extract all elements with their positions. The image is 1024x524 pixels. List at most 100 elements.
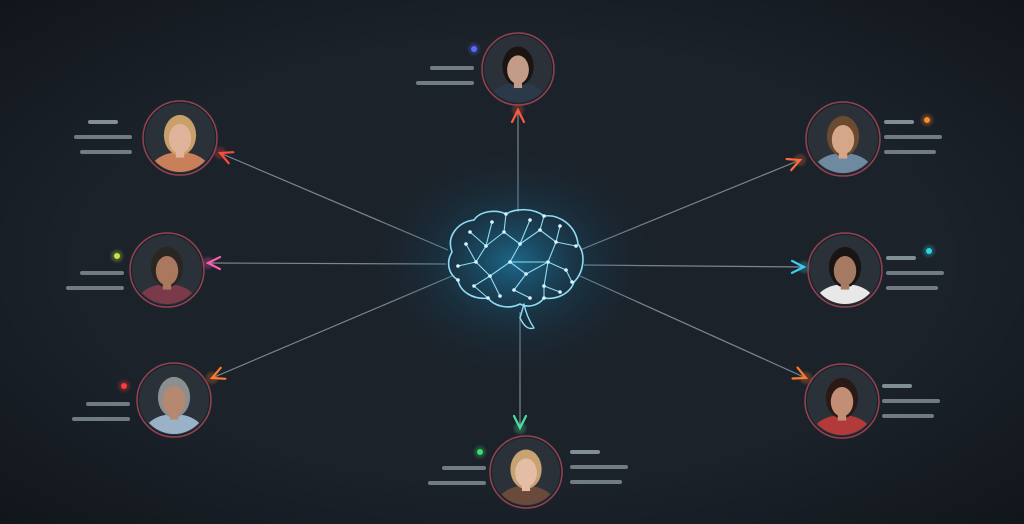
label-placeholder [416,81,474,85]
brain-node [512,288,516,292]
brain-node [538,228,542,232]
label-placeholder [80,150,132,154]
arrow-glow [794,154,806,166]
brain-node [456,264,460,268]
portrait-ring [129,232,205,308]
label-placeholder [882,414,934,418]
label-placeholder [74,135,132,139]
portrait-ring [805,101,881,177]
portrait-icon [815,246,875,304]
brain-node [518,242,522,246]
brain-node [524,272,528,276]
brain-node [570,280,574,284]
portrait-ring [136,362,212,438]
status-dot-glow [118,380,130,392]
brain-node [456,278,460,282]
profile-label [416,66,474,85]
label-placeholder [442,466,486,470]
arrow-glow [798,261,810,273]
profile-mid-left[interactable] [66,232,205,323]
label-placeholder [882,384,912,388]
portrait-ring [804,363,880,439]
arrow-glow [214,147,226,159]
profile-label [884,120,942,154]
status-dot-glow [474,446,486,458]
label-placeholder [886,286,938,290]
brain-node [542,296,546,300]
brain-node [474,260,478,264]
profile-upper-right[interactable] [805,101,942,192]
brain-node [564,268,568,272]
profile-label [882,384,940,418]
profile-mid-right[interactable] [807,232,944,323]
label-placeholder [886,256,916,260]
profile-label [72,402,130,421]
label-placeholder [80,271,124,275]
brain-node [574,244,578,248]
portrait-icon [489,46,547,102]
portrait-icon [813,115,873,173]
profile-upper-left[interactable] [74,100,218,191]
portrait-ring [481,32,555,106]
portrait-icon [137,246,197,304]
profile-label [66,271,124,290]
brain-node [488,274,492,278]
label-placeholder [884,150,936,154]
label-placeholder [884,120,914,124]
profile-label [74,120,132,154]
portrait-icon [497,449,555,505]
profile-bottom[interactable] [428,435,628,523]
profile-lower-left[interactable] [72,362,212,453]
label-placeholder [66,286,124,290]
brain-node [498,294,502,298]
profile-top[interactable] [416,32,555,120]
brain-node [486,296,490,300]
profiles [66,32,944,523]
status-dot-glow [921,114,933,126]
brain-node [558,290,562,294]
arrow-glow [514,422,526,434]
brain-node [472,284,476,288]
label-placeholder [570,450,600,454]
brain-node [490,220,494,224]
label-placeholder [72,417,130,421]
brain-node [528,218,532,222]
profile-lower-right[interactable] [804,363,940,454]
status-dot-glow [923,245,935,257]
brain-node [528,296,532,300]
arrow-glow [800,372,812,384]
brain-node [502,230,506,234]
brain-node [546,260,550,264]
portrait-ring [489,435,563,509]
portrait-icon [150,114,210,172]
profile-label [428,450,628,485]
portrait-ring [807,232,883,308]
label-placeholder [884,135,942,139]
brain-node [542,214,546,218]
portrait-icon [812,377,872,435]
portrait-ring [142,100,218,176]
portrait-icon [144,376,204,434]
label-placeholder [882,399,940,403]
brain-node [504,212,508,216]
label-placeholder [430,66,474,70]
label-placeholder [570,480,622,484]
label-placeholder [886,271,944,275]
brain-node [464,242,468,246]
label-placeholder [86,402,130,406]
arrow-glow [206,372,218,384]
arrow-glow [202,257,214,269]
label-placeholder [570,465,628,469]
brain-node [484,244,488,248]
brain-node [468,230,472,234]
brain-node [554,240,558,244]
brain-icon [447,208,584,330]
label-placeholder [88,120,118,124]
status-dot-glow [468,43,480,55]
label-placeholder [428,481,486,485]
brain-node [542,284,546,288]
brain-node [558,224,562,228]
arrow-glow [512,104,524,116]
profile-label [886,256,944,290]
